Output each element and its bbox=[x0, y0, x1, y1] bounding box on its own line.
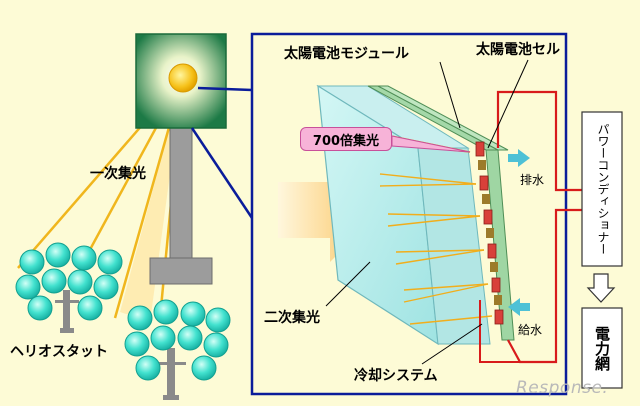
label-secondary-concentration: 二次集光 bbox=[264, 309, 320, 326]
water-supply-arrow bbox=[508, 298, 530, 316]
solar-cells bbox=[475, 141, 504, 325]
power-conditioner-box bbox=[581, 111, 623, 267]
label-power-grid: 電力網 bbox=[593, 325, 611, 371]
magnification-callout: 700倍集光 bbox=[300, 127, 392, 151]
label-heliostat: ヘリオスタット bbox=[10, 344, 108, 360]
label-water-supply: 給水 bbox=[518, 323, 542, 337]
cell-spacers bbox=[478, 160, 502, 305]
label-module: 太陽電池モジュール bbox=[284, 45, 409, 62]
leader-lines bbox=[325, 59, 529, 365]
label-cooling-system: 冷却システム bbox=[354, 367, 438, 384]
label-cell: 太陽電池セル bbox=[476, 41, 560, 58]
solar-module bbox=[367, 85, 515, 341]
receiver-sun-icon bbox=[168, 63, 198, 93]
power-grid-box bbox=[581, 307, 623, 389]
power-wiring bbox=[496, 90, 582, 364]
label-power-conditioner: パワーコンディショナー bbox=[596, 123, 610, 255]
watermark: Response. bbox=[516, 378, 609, 398]
drain-arrow bbox=[508, 149, 530, 167]
heliostat-cluster-left bbox=[15, 242, 123, 333]
detail-frame bbox=[250, 32, 568, 396]
label-primary-concentration: 一次集光 bbox=[90, 165, 146, 182]
power-wiring-branch bbox=[479, 300, 520, 363]
grid-arrow bbox=[586, 273, 616, 303]
solar-tower bbox=[135, 33, 227, 285]
heliostat-cluster-right bbox=[124, 299, 231, 400]
callout-pointer bbox=[391, 135, 471, 153]
label-drain: 排水 bbox=[520, 173, 544, 187]
